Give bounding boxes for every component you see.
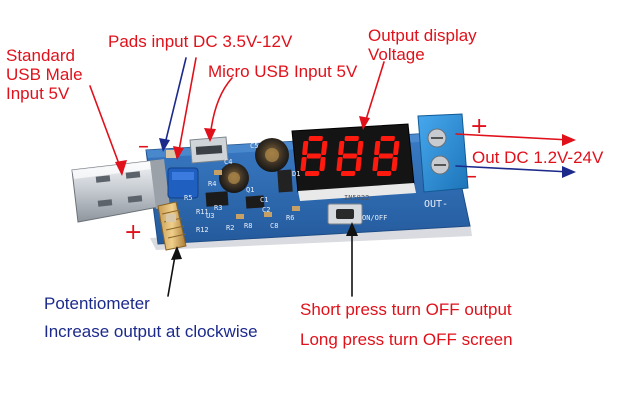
on-off-button: [327, 203, 363, 225]
display-segment-a: [380, 136, 395, 141]
out-dc-label: Out DC 1.2V-24V: [472, 148, 604, 167]
display-segment-f: [302, 141, 309, 155]
display-segment-d: [304, 171, 320, 176]
usb-input-line-1: Standard: [6, 46, 75, 65]
display-segment-a: [344, 136, 359, 141]
silk-r12: R12: [196, 226, 209, 234]
input-pad-minus: [166, 150, 176, 158]
output-minus-sign: –: [466, 164, 477, 189]
usb-input-line-3: Input 5V: [6, 84, 70, 103]
clockwise-label: Increase output at clockwise: [44, 322, 258, 341]
display-digits: [300, 136, 400, 176]
chip-q1: [245, 195, 265, 209]
smd-1: [236, 214, 244, 219]
display-segment-d: [340, 171, 356, 176]
display-segment-c: [319, 157, 326, 171]
potentiometer-label: Potentiometer: [44, 294, 150, 313]
display-segment-b: [393, 141, 400, 155]
display-module: [291, 123, 416, 201]
silk-chip: IN5822: [344, 194, 370, 202]
smd-4: [214, 170, 222, 175]
silk-c8: C8: [270, 222, 279, 230]
chip-u3: [205, 191, 229, 207]
display-segment-d: [376, 171, 392, 176]
silk-q1: Q1: [246, 186, 255, 194]
smd-3: [292, 206, 300, 211]
silk-r11: R11: [196, 208, 209, 216]
display-segment-c: [391, 157, 398, 171]
display-segment-e: [372, 157, 379, 171]
input-minus-sign: –: [138, 134, 149, 159]
silk-r3: R3: [214, 204, 223, 212]
display-digit: [300, 136, 328, 176]
pointer-arrows: [89, 57, 576, 297]
display-digit: [372, 136, 400, 176]
smd-2: [264, 212, 272, 217]
silk-c4: C4: [224, 158, 233, 166]
input-plus-sign: +: [124, 220, 143, 245]
usb-input-line-2: USB Male: [6, 65, 83, 84]
inductor-small: [219, 163, 249, 193]
silk-r4: R4: [208, 180, 217, 188]
short-press-label: Short press turn OFF output: [300, 300, 512, 319]
display-segment-g: [378, 153, 394, 159]
silk-out-minus: OUT-: [424, 199, 449, 210]
silk-r2: R2: [226, 224, 235, 232]
display-segment-b: [357, 141, 364, 155]
usb-plug: [71, 159, 170, 223]
potentiometer-part: [157, 167, 199, 251]
output-display-line-1: Output display: [368, 26, 477, 45]
usb-input-label: Standard USB Male Input 5V: [6, 46, 83, 103]
silk-d1: D1: [292, 170, 301, 178]
display-segment-f: [338, 141, 345, 155]
long-press-label: Long press turn OFF screen: [300, 330, 513, 349]
chip-d1: [277, 169, 293, 193]
screw-terminal: [417, 113, 469, 193]
display-segment-e: [336, 157, 343, 171]
display-segment-f: [374, 141, 381, 155]
inductor-large: [255, 138, 289, 172]
silk-r5: R5: [184, 194, 193, 202]
silk-c2: C2: [262, 206, 271, 214]
pads-input-label: Pads input DC 3.5V-12V: [108, 32, 293, 51]
display-segment-g: [342, 153, 358, 159]
display-segment-b: [321, 141, 328, 155]
micro-usb-label: Micro USB Input 5V: [208, 62, 358, 81]
silk-on-off: ON/OFF: [362, 214, 388, 222]
micro-usb-port: [189, 136, 229, 164]
output-display-label: Output display Voltage: [368, 26, 477, 64]
display-segment-e: [300, 157, 307, 171]
display-segment-a: [308, 136, 323, 141]
silk-u3: U3: [206, 212, 215, 220]
silk-r8: R8: [244, 222, 253, 230]
output-display-line-2: Voltage: [368, 45, 425, 64]
input-pad-plus: [166, 214, 176, 222]
output-plus-sign: +: [470, 114, 489, 139]
display-digit: [336, 136, 364, 176]
silk-c5: C5: [250, 142, 259, 150]
display-segment-c: [355, 157, 362, 171]
silk-r6: R6: [286, 214, 295, 222]
display-segment-g: [306, 153, 322, 159]
silk-c1: C1: [260, 196, 269, 204]
